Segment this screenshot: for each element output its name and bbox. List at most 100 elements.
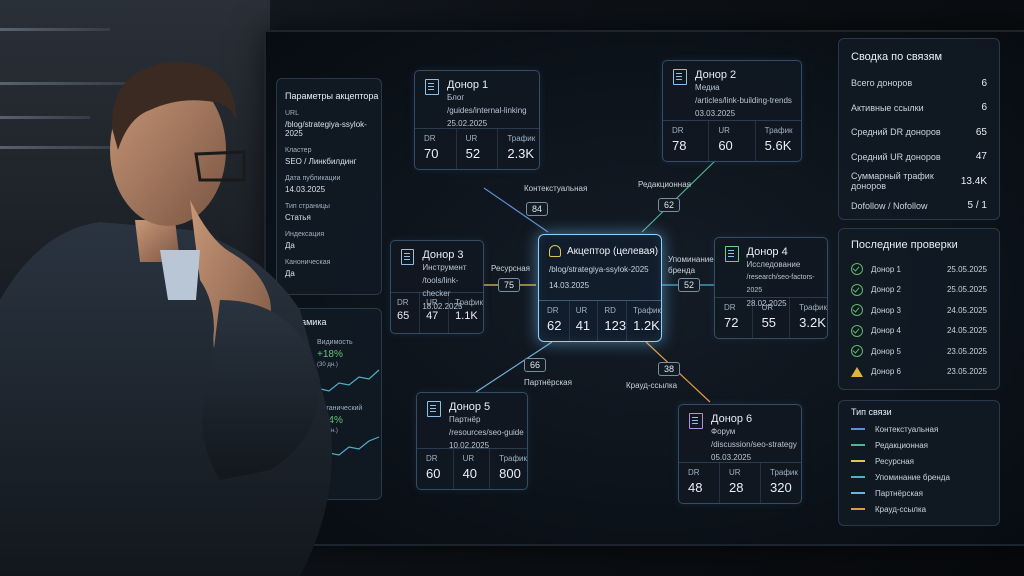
donor-type: Исследование: [746, 260, 801, 269]
donor-url: /tools/link-checker: [422, 276, 459, 298]
edge-count: 75: [498, 278, 521, 292]
donor-name: Донор 6: [711, 413, 753, 425]
field-value: 14.03.2025: [285, 185, 326, 194]
legend-item: Редакционная: [839, 437, 999, 453]
donor-date: 28.02.2025: [746, 299, 787, 308]
check-date: 25.05.2025: [946, 285, 987, 295]
dr-value: 78: [672, 138, 687, 153]
metric-label: UR: [729, 468, 741, 477]
summary-value: 6: [981, 77, 987, 89]
donor-date: 25.02.2025: [447, 119, 488, 128]
summary-key: Всего доноров: [851, 78, 913, 89]
summary-key: Средний UR доноров: [851, 151, 941, 162]
dr-value: 62: [547, 318, 562, 333]
check-date: 25.05.2025: [946, 264, 987, 274]
donor-node-6[interactable]: Донор 6 Форум /discussion/seo-strategy 0…: [678, 404, 802, 504]
summary-value: 6: [981, 102, 987, 114]
traffic-value: 1.2K: [633, 318, 660, 333]
field-label: Дата публикации: [285, 175, 341, 182]
check-row[interactable]: Донор 3 24.05.2025: [839, 300, 999, 321]
panel-title: Последние проверки: [851, 239, 958, 251]
acceptor-date: 14.03.2025: [549, 281, 590, 290]
office-background: [0, 0, 270, 576]
check-date: 23.05.2025: [946, 346, 987, 356]
donor-node-4[interactable]: Донор 4 Исследование /research/seo-facto…: [714, 237, 828, 339]
summary-value: 47: [975, 151, 987, 163]
rd-value: 123: [604, 318, 627, 333]
summary-value: 13.4K: [960, 175, 987, 187]
check-circle-icon: [851, 263, 863, 276]
donor-type: Форум: [711, 427, 736, 436]
tool-icon: [401, 249, 415, 265]
donor-url: /research/seo-factors-2025: [746, 274, 815, 294]
donor-name: Донор 4: [746, 246, 788, 258]
ur-value: 60: [718, 138, 733, 153]
legend-item: Ресурсная: [839, 453, 999, 469]
donor-node-3[interactable]: Донор 3 Инструмент /tools/link-checker 1…: [390, 240, 484, 334]
acceptor-node[interactable]: Акцептор (целевая) /blog/strategiya-ssyl…: [538, 234, 662, 342]
legend-item: Упоминание бренда: [839, 469, 999, 485]
edge-count: 38: [658, 362, 681, 376]
link-type-legend: Тип связи Контекстуальная Редакционная Р…: [838, 400, 1000, 526]
donor-node-2[interactable]: Донор 2 Медиа /articles/link-building-tr…: [662, 60, 802, 162]
metric-label: DR: [724, 303, 736, 312]
donor-date: 18.02.2025: [422, 302, 463, 311]
donor-date: 03.03.2025: [695, 109, 736, 118]
donor-node-1[interactable]: Донор 1 Блог /guides/internal-linking 25…: [414, 70, 540, 170]
donor-url: /resources/seo-guide: [449, 428, 524, 437]
display-screen: Параметры акцептора URL /blog/strategiya…: [264, 30, 1024, 546]
ur-value: 40: [462, 466, 478, 481]
donor-type: Инструмент: [422, 263, 467, 272]
metric-label: UR: [575, 306, 588, 315]
donor-name: Донор 2: [695, 69, 737, 81]
check-donor: Донор 6: [871, 367, 901, 377]
metric-label: Трафик: [633, 306, 661, 315]
summary-key: Активные ссылки: [851, 102, 924, 113]
donor-type: Партнёр: [449, 415, 481, 424]
donor-type: Медиа: [695, 83, 720, 92]
dr-value: 48: [688, 480, 703, 495]
traffic-value: 2.3K: [507, 146, 535, 161]
summary-row: Всего доноров 6: [839, 71, 999, 96]
metric-label: Трафик: [455, 298, 484, 307]
legend-swatch: [851, 508, 865, 510]
ur-value: 52: [465, 146, 481, 161]
edge-count: 66: [524, 358, 547, 372]
metric-label: UR: [426, 298, 438, 307]
metric-label: Трафик: [764, 126, 793, 135]
warning-icon: [851, 366, 863, 377]
donor-node-5[interactable]: Донор 5 Партнёр /resources/seo-guide 10.…: [416, 392, 528, 490]
check-donor: Донор 3: [871, 305, 901, 315]
metric-label: Трафик: [499, 454, 528, 463]
document-icon: [725, 246, 739, 262]
check-date: 24.05.2025: [946, 305, 987, 315]
edge-label: Крауд-ссылка: [626, 381, 678, 390]
panel-title: Параметры акцептора: [285, 91, 379, 101]
field-label: Тип страницы: [285, 203, 330, 210]
donor-date: 10.02.2025: [449, 441, 490, 450]
field-label: URL: [285, 110, 300, 117]
forum-icon: [689, 413, 703, 429]
metric-label: DR: [397, 298, 409, 307]
field-value: Статья: [285, 213, 311, 222]
legend-swatch: [851, 428, 865, 430]
donor-name: Донор 3: [422, 249, 464, 261]
acceptor-title: Акцептор (целевая): [567, 245, 659, 257]
check-donor: Донор 4: [871, 326, 901, 336]
donor-url: /discussion/seo-strategy: [711, 440, 797, 449]
edge-label: Партнёрская: [524, 378, 572, 387]
legend-label: Упоминание бренда: [875, 472, 950, 482]
legend-label: Редакционная: [875, 440, 928, 450]
donor-url: /guides/internal-linking: [447, 106, 527, 115]
metric-label: DR: [424, 134, 436, 143]
metric-label: DR: [672, 126, 684, 135]
metric-label: Трафик: [799, 303, 828, 312]
